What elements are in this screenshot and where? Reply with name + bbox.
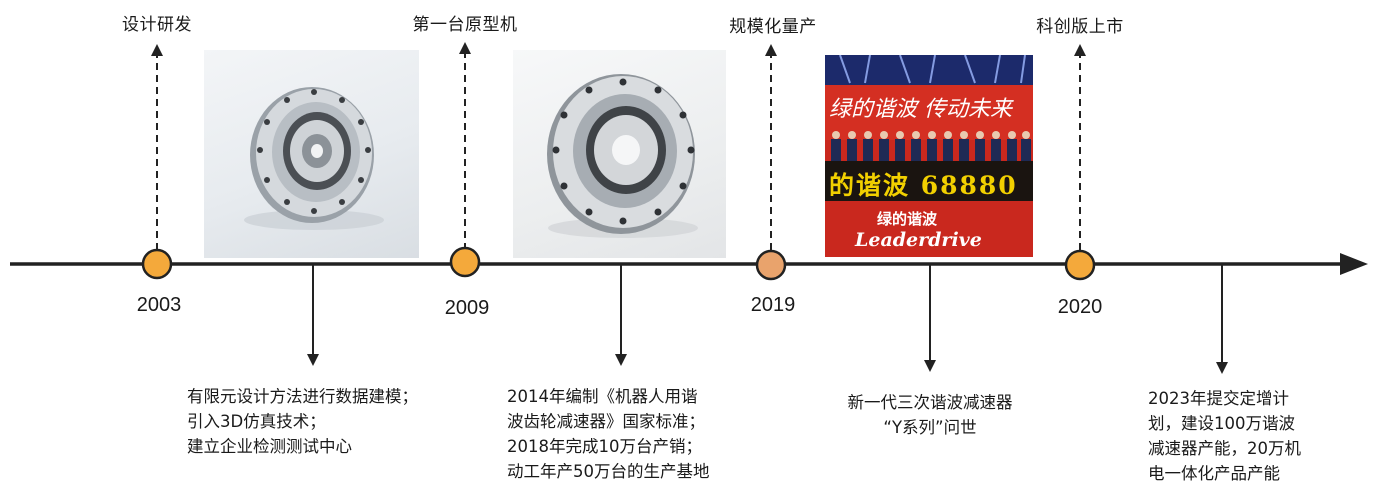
ceremony-podium-text: 绿的谐波 [877, 210, 938, 228]
milestone-1-description: 有限元设计方法进行数据建模； 引入3D仿真技术； 建立企业检测测试中心 [187, 384, 418, 459]
description-line: 2018年完成10万台产销； [507, 437, 702, 456]
milestone-2-label: 第一台原型机 [412, 15, 518, 35]
milestone-3-marker [755, 249, 787, 281]
milestone-4-label: 科创版上市 [1036, 17, 1124, 37]
milestone-2-description: 2014年编制《机器人用谐 波齿轮减速器》国家标准； 2018年完成10万台产销… [507, 384, 710, 484]
description-line: “Y系列”问世 [883, 418, 977, 437]
milestone-4-year: 2020 [1057, 296, 1103, 318]
reducer-image [244, 87, 384, 230]
milestone-2-year: 2009 [444, 297, 490, 319]
description-line: 引入3D仿真技术； [187, 412, 326, 431]
description-line: 波齿轮减速器》国家标准； [507, 412, 705, 431]
description-line: 2014年编制《机器人用谐 [507, 387, 698, 406]
ceremony-banner-top: 绿的谐波 传动未来 [829, 97, 1012, 122]
description-line: 减速器产能，20万机 [1148, 439, 1301, 458]
reducer-image [547, 74, 698, 238]
milestone-3-year: 2019 [750, 294, 796, 316]
ceremony-podium-logo: Leaderdrive [855, 229, 982, 251]
description-line: 电一体化产品产能 [1148, 464, 1280, 483]
description-line: 2023年提交定增计 [1148, 389, 1289, 408]
description-line: 有限元设计方法进行数据建模； [187, 387, 418, 406]
timeline-axis-arrowhead [1340, 253, 1368, 275]
description-line: 动工年产50万台的生产基地 [507, 462, 710, 481]
milestone-3-label: 规模化量产 [729, 17, 817, 37]
description-line: 建立企业检测测试中心 [187, 437, 352, 456]
description-line: 划，建设100万谐波 [1148, 414, 1295, 433]
product-photo-reducer-1 [204, 50, 419, 258]
listing-ceremony-photo: 绿的谐波 传动未来 的谐波 68880 绿的谐波 Leaderdrive [825, 55, 1033, 257]
milestone-1-marker [141, 248, 173, 280]
product-photo-reducer-2 [513, 50, 726, 258]
milestone-4-marker [1064, 249, 1096, 281]
milestone-4-description: 2023年提交定增计 划，建设100万谐波 减速器产能，20万机 电一体化产品产… [1148, 386, 1301, 486]
ceremony-banner-middle: 的谐波 68880 [829, 171, 1018, 200]
milestone-3-description: 新一代三次谐波减速器 “Y系列”问世 [827, 390, 1033, 440]
ceremony-backdrop [825, 55, 1033, 257]
milestone-1-label: 设计研发 [122, 15, 192, 35]
milestone-1-year: 2003 [136, 294, 182, 316]
description-line: 新一代三次谐波减速器 [847, 393, 1013, 412]
milestone-2-marker [449, 246, 481, 278]
